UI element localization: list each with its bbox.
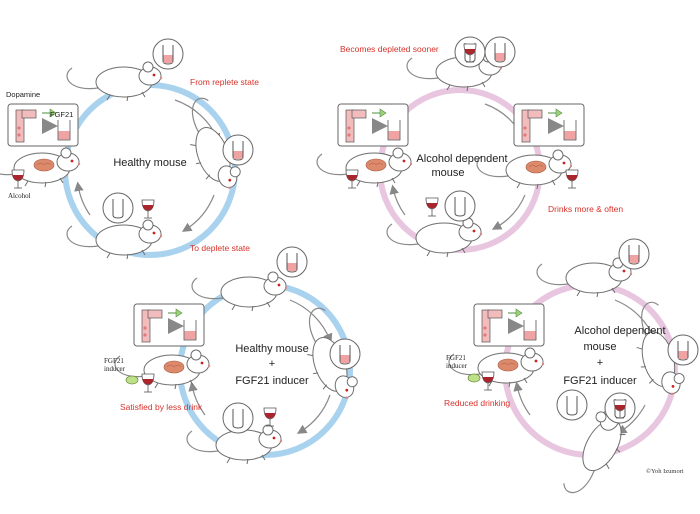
- wine-glass-icon: [263, 407, 277, 427]
- panel-dependent: Alcohol dependent mouse Becomes depleted…: [317, 36, 623, 258]
- panel-title-line2: mouse: [431, 167, 464, 179]
- dopamine-mechanism-inset: [514, 104, 584, 146]
- note: Reduced drinking: [444, 398, 510, 408]
- pill-icon: [125, 375, 139, 385]
- panel-title-line4: FGF21 inducer: [563, 375, 637, 387]
- panel-dependent-inducer: Alcohol dependent mouse + FGF21 inducer …: [444, 238, 699, 505]
- wine-glass-icon: [141, 373, 155, 393]
- tube-bubble-icon: [618, 238, 650, 270]
- pill-icon: [467, 373, 481, 383]
- panel-title-line1: Alcohol dependent: [416, 153, 507, 165]
- note-right: Drinks more & often: [548, 204, 623, 214]
- fgf21-label: FGF21: [50, 110, 73, 119]
- panel-healthy: Healthy mouse Dopamine FGF21 Alcohol Fro…: [0, 38, 259, 260]
- tube-bubble-icon: [276, 246, 308, 278]
- panel-title-line2: mouse: [583, 341, 616, 353]
- wine-glass-icon: [425, 197, 439, 217]
- tube-bubble-icon: [222, 402, 254, 434]
- panel-title-plus: +: [597, 357, 603, 369]
- dopamine-mechanism-inset: [338, 104, 408, 146]
- tube-bubble-icon: [222, 134, 254, 166]
- alcohol-label: Alcohol: [8, 192, 31, 200]
- dopamine-mechanism-inset: [134, 304, 204, 346]
- panel-title-line1: Alcohol dependent: [574, 325, 665, 337]
- panel-title-line3: FGF21 inducer: [235, 375, 309, 387]
- tube-bubble-icon: [102, 192, 134, 224]
- state-label-top: From replete state: [190, 77, 259, 87]
- tube-bubble-icon: [484, 36, 516, 68]
- panel-title: Healthy mouse: [113, 157, 186, 169]
- note-top: Becomes depleted sooner: [340, 44, 439, 54]
- state-label-bottom: To deplete state: [190, 243, 250, 253]
- wine-glass-icon: [141, 199, 155, 219]
- inducer-label-line2: inducer: [446, 362, 468, 370]
- mouse-brain-icon: [317, 148, 412, 187]
- panel-title-line1: Healthy mouse: [235, 343, 308, 355]
- inducer-label-line1: FGF21: [446, 354, 466, 362]
- dopamine-label: Dopamine: [6, 90, 40, 99]
- inducer-label-line2: inducer: [104, 365, 126, 373]
- tube-bubble-icon: [152, 38, 184, 70]
- tube-bubble-icon: [329, 338, 361, 370]
- tube-bubble-icon: [556, 389, 588, 421]
- dopamine-mechanism-inset: [474, 304, 544, 346]
- inducer-label-line1: FGF21: [104, 357, 124, 365]
- note: Satisfied by less drink: [120, 402, 203, 412]
- tube-bubble-icon: [444, 190, 476, 222]
- credit: ©Yoh Izumori: [646, 468, 684, 475]
- wine-glass-icon: [565, 169, 579, 189]
- panel-healthy-inducer: Healthy mouse + FGF21 inducer FGF21 indu…: [104, 246, 363, 465]
- tube-bubble-icon: [667, 334, 699, 366]
- mouse-icon: [66, 61, 163, 102]
- panel-title-plus: +: [269, 358, 275, 370]
